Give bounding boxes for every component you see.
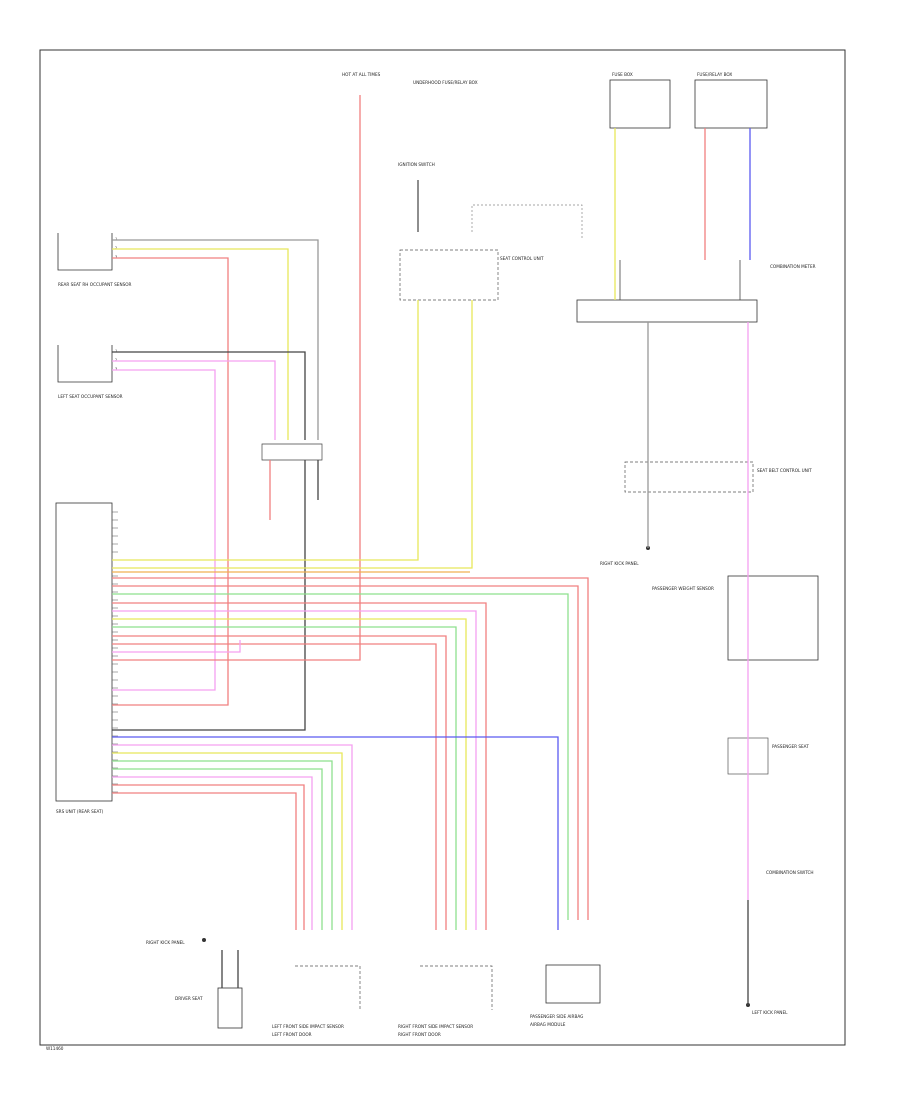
srs-pin-column [112,511,118,793]
rh-front-door-connector: RIGHT FRONT SIDE IMPACT SENSOR RIGHT FRO… [398,965,493,1037]
seat-control-unit-box: SEAT CONTROL UNIT [399,204,583,301]
wire-blk-6 [261,443,323,461]
wire-grn-16 [112,593,569,920]
wire-pnk-25 [112,744,353,930]
wire-grn-20 [112,626,457,930]
wire-yel-11 [112,300,419,561]
wire-yel-12 [112,300,473,569]
srs-unit-box: SRS UNIT (REAR SEAT) [55,502,113,814]
top-right-connector [576,299,758,323]
wire-red-22 [112,643,437,930]
wire-grn-28 [112,768,323,930]
diagram-frame [39,49,846,1046]
ground-bottom-kick: RIGHT KICK PANEL [146,938,206,945]
svg-text:LEFT FRONT SIDE IMPACT SENSOR: LEFT FRONT SIDE IMPACT SENSOR [272,1024,344,1029]
figure-id: W11460 [46,1046,64,1051]
wire-pnk-18 [112,610,477,930]
srs-unit-label: SRS UNIT (REAR SEAT) [56,809,104,814]
fuse-box-top-label: UNDERHOOD FUSE/RELAY BOX [413,80,478,85]
svg-text:2: 2 [115,246,117,250]
wire-pnk-29 [112,776,313,930]
fuse-box-left: FUSE BOX [609,72,671,129]
passenger-weight-label: PASSENGER WEIGHT SENSOR [652,586,714,591]
wire-grn-27 [112,760,333,930]
fuse-box-left-label: FUSE BOX [612,72,633,77]
wire-yel-19 [112,618,467,930]
ignition-switch-top: IGNITION SWITCH [398,162,435,232]
wire-red-10 [112,95,361,661]
svg-text:RIGHT FRONT DOOR: RIGHT FRONT DOOR [398,1032,441,1037]
rear-rh-sensor-label: LEFT SEAT OCCUPANT SENSOR [58,394,123,399]
svg-text:3: 3 [115,367,117,371]
seat-belt-control-label: SEAT BELT CONTROL UNIT [757,468,812,473]
driver-seat-box: DRIVER SEAT [175,987,243,1029]
seat-control-unit-label: SEAT CONTROL UNIT [500,256,544,261]
rear-lh-sensor-label: REAR SEAT RH OCCUPANT SENSOR [58,282,132,287]
svg-text:LEFT KICK PANEL: LEFT KICK PANEL [752,1010,788,1015]
combination-switch-label: COMBINATION SWITCH [766,870,814,875]
wire-red-21 [112,635,447,930]
passenger-airbag-box: PASSENGER SIDE AIRBAG AIRBAG MODULE [530,964,601,1027]
svg-text:2: 2 [115,358,117,362]
ignition-switch-top-label: IGNITION SWITCH [398,162,435,167]
wire-gry-0 [112,239,319,440]
wire-yel-26 [112,752,343,930]
fuse-box-right-label: FUSE/RELAY BOX [697,72,732,77]
svg-text:LEFT FRONT DOOR: LEFT FRONT DOOR [272,1032,312,1037]
svg-text:3: 3 [115,255,117,259]
svg-text:DRIVER SEAT: DRIVER SEAT [175,996,203,1001]
passenger-seat-box: PASSENGER SEAT [727,737,809,775]
seat-belt-control-box: SEAT BELT CONTROL UNIT [624,461,812,493]
passenger-weight-box: PASSENGER WEIGHT SENSOR [652,575,819,661]
svg-text:PASSENGER SIDE AIRBAG: PASSENGER SIDE AIRBAG [530,1014,583,1019]
hot-at-all-times-label: HOT AT ALL TIMES [342,72,381,77]
wire-blk-3 [112,351,306,440]
wire-blk-8 [112,460,306,731]
combination-meter-label: COMBINATION METER [770,264,816,269]
wire-pnk-23 [112,640,241,653]
fuse-box-right: FUSE/RELAY BOX [694,72,768,129]
svg-text:RIGHT FRONT SIDE IMPACT SENSOR: RIGHT FRONT SIDE IMPACT SENSOR [398,1024,473,1029]
svg-text:RIGHT KICK PANEL: RIGHT KICK PANEL [600,561,639,566]
rear-rh-sensor-box: 1 2 3 LEFT SEAT OCCUPANT SENSOR [57,345,123,399]
wire-pnk-4 [112,360,276,440]
wire-red-15 [112,585,579,920]
svg-text:AIRBAG MODULE: AIRBAG MODULE [530,1022,566,1027]
wire-red-30 [112,784,305,930]
wire-red-17 [112,602,487,930]
svg-text:RIGHT KICK PANEL: RIGHT KICK PANEL [146,940,185,945]
wire-red-31 [112,792,297,930]
passenger-seat-label: PASSENGER SEAT [772,744,809,749]
svg-text:1: 1 [115,237,117,241]
wire-blu-24 [112,736,559,930]
wire-yel-1 [112,248,289,440]
wire-harness [112,95,751,1005]
lh-front-door-connector: LEFT FRONT SIDE IMPACT SENSOR LEFT FRONT… [272,965,361,1037]
rear-lh-sensor-box: 1 2 3 REAR SEAT RH OCCUPANT SENSOR [57,233,132,287]
wire-red-2 [112,257,229,706]
svg-text:1: 1 [115,349,117,353]
ground-right-kick: RIGHT KICK PANEL [600,546,650,566]
wire-red-14 [112,577,589,920]
ground-left-kick: LEFT KICK PANEL [746,1003,788,1015]
wire-pnk-5 [112,369,216,691]
